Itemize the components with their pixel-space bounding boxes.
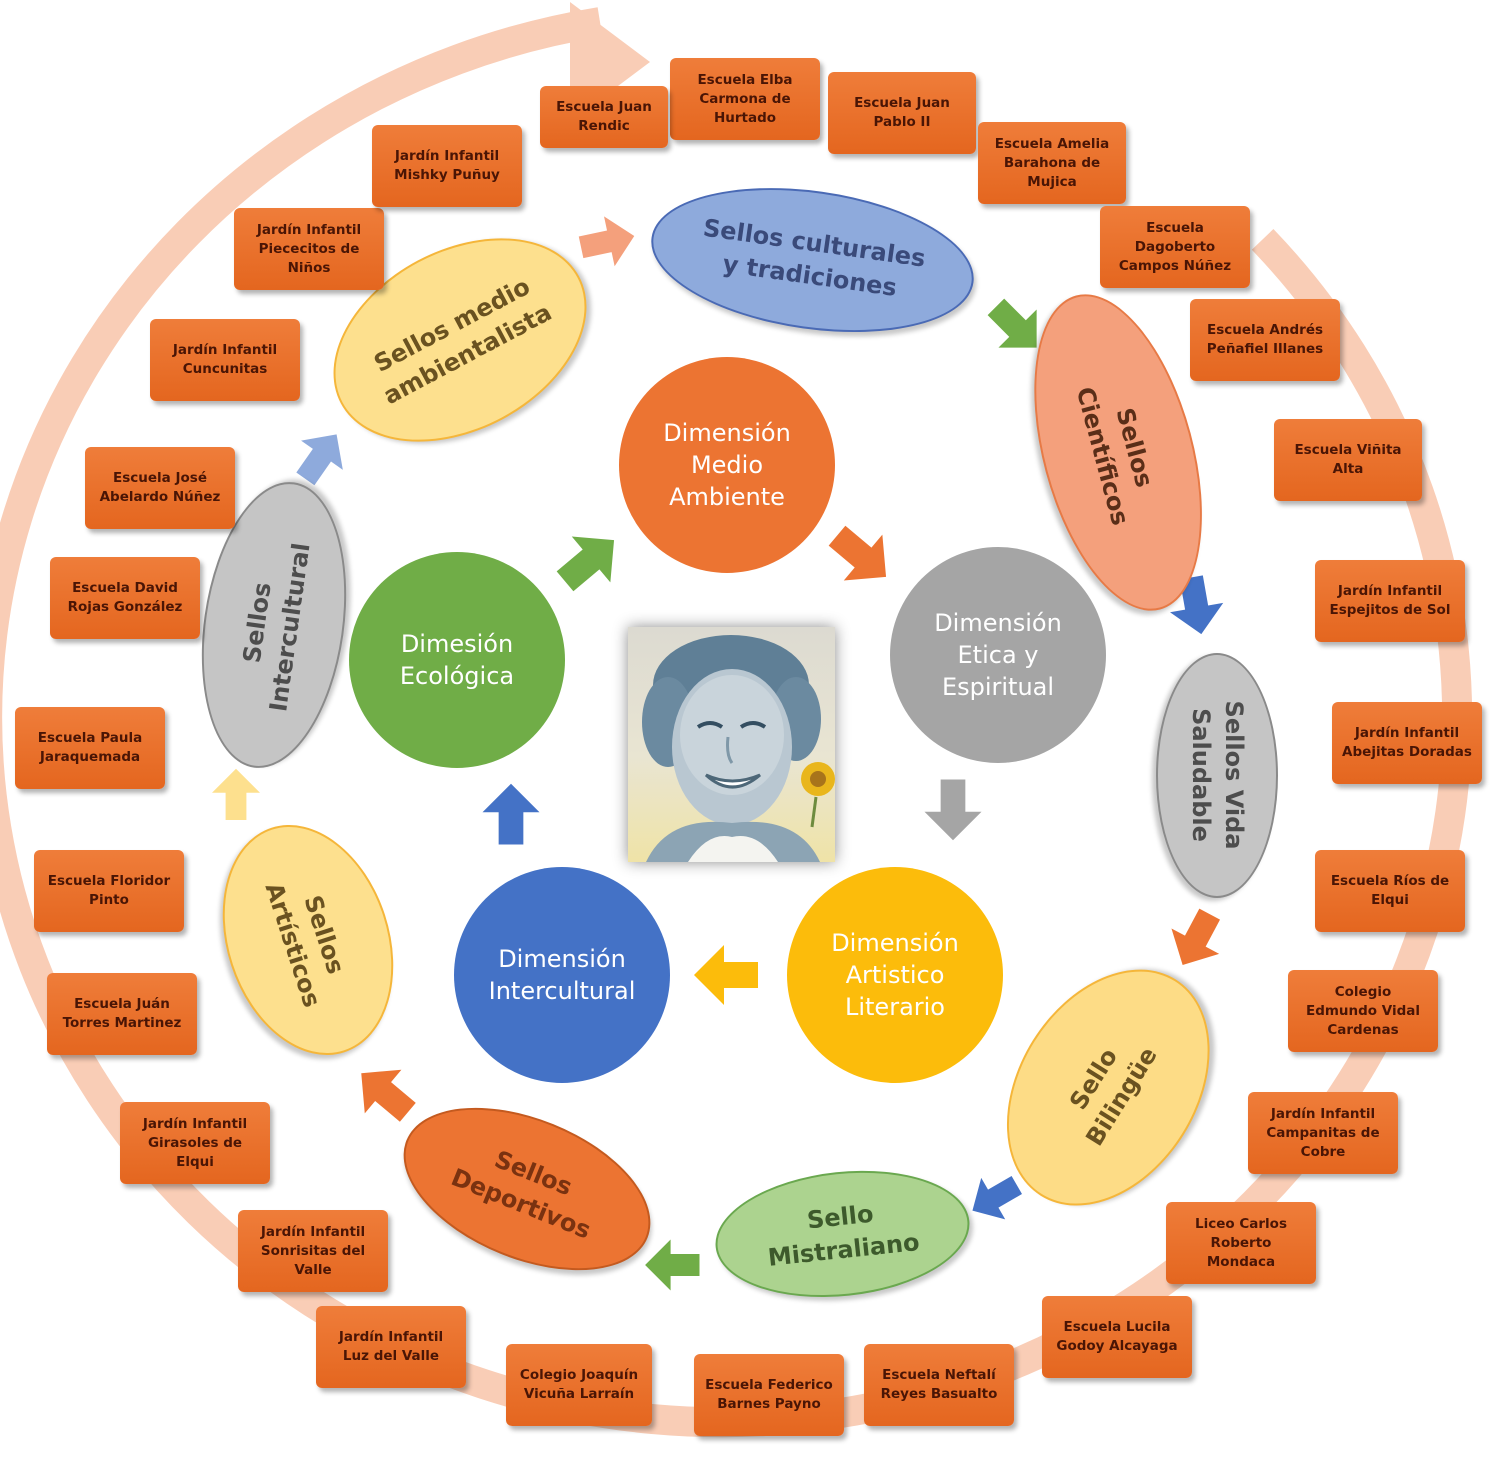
school-box: Escuela Lucila Godoy Alcayaga <box>1042 1296 1192 1378</box>
school-box: Jardín Infantil Espejitos de Sol <box>1315 560 1465 642</box>
school-box: Escuela Federico Barnes Payno <box>694 1354 844 1436</box>
school-box: Escuela Paula Jaraquemada <box>15 707 165 789</box>
flow-arrow <box>296 434 343 486</box>
dimension-circle-2: Dimensión Etica y Espiritual <box>890 547 1106 763</box>
school-box: Escuela Neftalí Reyes Basualto <box>864 1344 1014 1426</box>
school-box: Escuela Juan Pablo II <box>828 72 976 154</box>
school-box: Escuela Elba Carmona de Hurtado <box>670 58 820 140</box>
school-box: Jardín Infantil Cuncunitas <box>150 319 300 401</box>
school-box: Jardín Infantil Sonrisitas del Valle <box>238 1210 388 1292</box>
school-box: Escuela Viñita Alta <box>1274 419 1422 501</box>
flow-arrow <box>645 1239 700 1291</box>
school-box: Colegio Edmundo Vidal Cardenas <box>1288 970 1438 1052</box>
school-box: Liceo Carlos Roberto Mondaca <box>1166 1202 1316 1284</box>
dimension-label: Dimensión Artistico Literario <box>831 929 959 1021</box>
seal-label: Sellos culturales y tradiciones <box>701 213 928 302</box>
school-box: Escuela Juan Rendic <box>540 86 668 148</box>
flow-arrow <box>361 1069 416 1122</box>
school-box: Escuela Ríos de Elqui <box>1315 850 1465 932</box>
school-box: Escuela Juán Torres Martinez <box>47 973 197 1055</box>
school-box: Jardín Infantil Abejitas Doradas <box>1332 702 1482 784</box>
seal-label: Sellos Artísticos <box>259 879 350 1011</box>
flow-arrow <box>1171 908 1221 966</box>
flow-arrow <box>694 945 758 1005</box>
flow-arrow <box>972 1175 1022 1220</box>
flow-arrow <box>578 216 635 267</box>
flow-arrow <box>556 536 615 592</box>
seal-ellipse: Sello Mistraliano <box>708 1159 976 1309</box>
school-box: Jardín Infantil Girasoles de Elqui <box>120 1102 270 1184</box>
portrait-image <box>628 627 835 862</box>
flow-arrow <box>482 783 540 845</box>
seal-label: Sellos Intercultural <box>237 541 316 714</box>
flow-arrow <box>924 779 982 841</box>
seal-label: Sellos Vida Saludable <box>1187 700 1248 850</box>
flow-arrows <box>211 216 1224 1291</box>
flow-arrow <box>211 768 261 821</box>
dimension-circle-4: Dimensión Intercultural <box>454 867 670 1083</box>
woman-portrait-icon <box>642 635 835 862</box>
seal-label: Sello Mistraliano <box>766 1199 921 1272</box>
school-box: Escuela Amelia Barahona de Mujica <box>978 122 1126 204</box>
school-box: Jardín Infantil Campanitas de Cobre <box>1248 1092 1398 1174</box>
flow-arrow <box>987 298 1037 348</box>
dimension-label: Dimensión Intercultural <box>488 945 636 1005</box>
dimension-label: Dimesión Ecológica <box>399 630 515 690</box>
seal-label: Sellos Deportivos <box>447 1145 595 1245</box>
school-box: Escuela Andrés Peñafiel Illanes <box>1190 299 1340 381</box>
seal-label: Sellos medio ambientalista <box>369 272 557 411</box>
dimension-circle-3: Dimensión Artistico Literario <box>787 867 1003 1083</box>
flow-arrow <box>828 525 887 581</box>
school-box: Colegio Joaquín Vicuña Larraín <box>506 1344 652 1426</box>
dimension-circle-5: Dimesión Ecológica <box>349 552 565 768</box>
seal-ellipse: Sellos Artísticos <box>194 802 422 1078</box>
seal-label: Sellos Científicos <box>1070 384 1159 529</box>
school-box: Jardín Infantil Piececitos de Niños <box>234 208 384 290</box>
dimension-label: Dimensión Etica y Espiritual <box>934 609 1062 701</box>
school-box: Jardín Infantil Luz del Valle <box>316 1306 466 1388</box>
dimension-circle-1: Dimensión Medio Ambiente <box>619 357 835 573</box>
seal-label: Sello Bilingüe <box>1064 1042 1163 1151</box>
school-box: Escuela David Rojas González <box>50 557 200 639</box>
seal-ellipse: Sellos Vida Saludable <box>1156 652 1278 898</box>
school-box: Escuela Floridor Pinto <box>34 850 184 932</box>
school-box: Escuela Dagoberto Campos Núñez <box>1100 206 1250 288</box>
dimension-label: Dimensión Medio Ambiente <box>663 419 791 511</box>
school-box: Jardín Infantil Mishky Puñuy <box>372 125 522 207</box>
school-box: Escuela José Abelardo Núñez <box>85 447 235 529</box>
